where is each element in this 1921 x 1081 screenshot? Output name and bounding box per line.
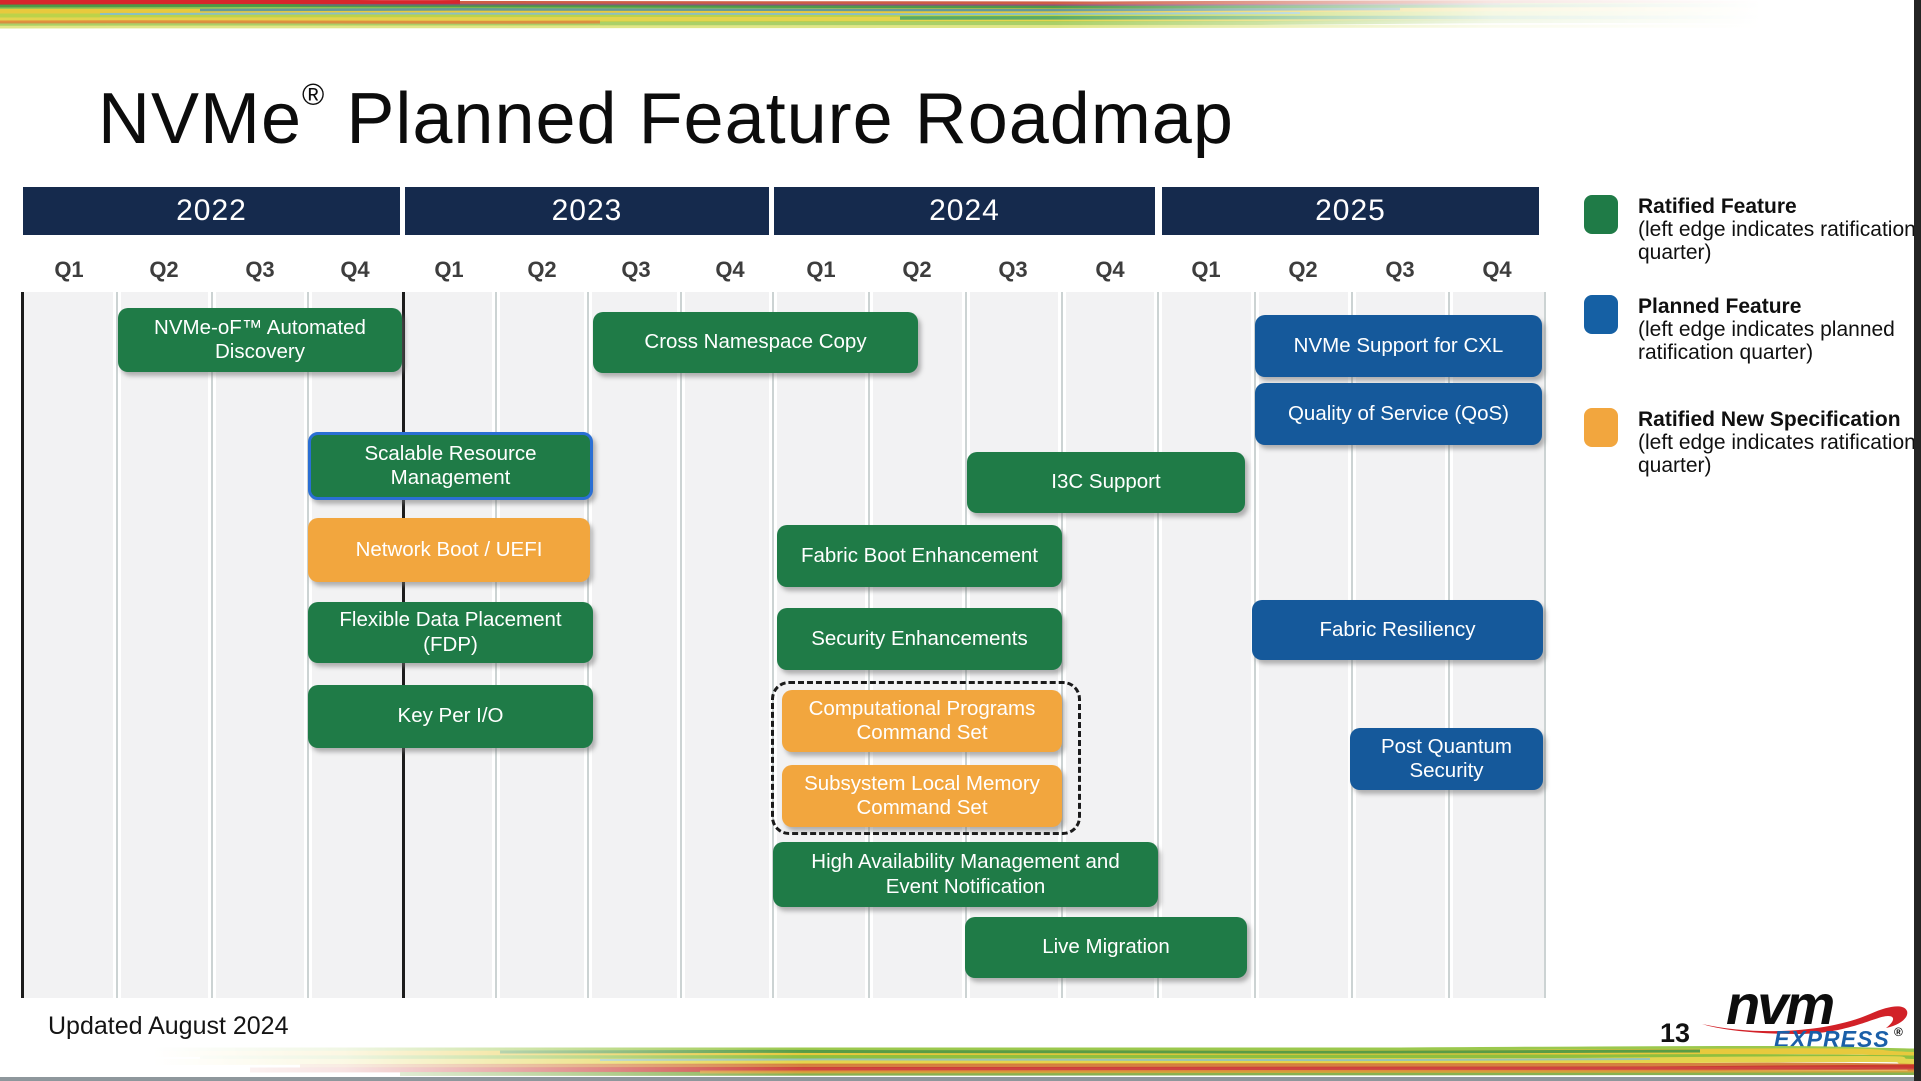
title-brand: NVMe: [98, 79, 303, 159]
year-header-2022: 2022: [23, 187, 400, 235]
legend-desc: (left edge indicates planned ratificatio…: [1638, 318, 1895, 364]
logo-registered-mark: ®: [1894, 1025, 1903, 1039]
feature-bar-cross-namespace-copy: Cross Namespace Copy: [593, 312, 918, 373]
qlabel-2022-q3: Q3: [245, 257, 275, 282]
feature-bar-fabric-boot-enhancement: Fabric Boot Enhancement: [777, 525, 1062, 587]
feature-bar-nvme-support-for-cxl: NVMe Support for CXL: [1255, 315, 1542, 377]
qlabel-2022-q4: Q4: [340, 257, 370, 282]
logo-nvm-text: nvm: [1726, 976, 1833, 1036]
feature-bar-fabric-resiliency: Fabric Resiliency: [1252, 600, 1543, 660]
year-header-2025: 2025: [1162, 187, 1539, 235]
feature-bar-post-quantum-security: Post Quantum Security: [1350, 728, 1543, 790]
ratified-feature-swatch-icon: [1584, 195, 1618, 234]
legend-text: Ratified Feature (left edge indicates ra…: [1638, 195, 1921, 264]
gridline: [208, 292, 216, 998]
gridline-plot-right: [1544, 292, 1546, 998]
qlabel-2024-q3: Q3: [998, 257, 1028, 282]
feature-bar-live-migration: Live Migration: [965, 917, 1247, 978]
logo-swoosh: [1702, 1006, 1908, 1034]
nvm-express-logo: nvm EXPRESS ®: [1698, 973, 1914, 1054]
planned-feature-swatch-icon: [1584, 295, 1618, 334]
feature-bar-subsystem-local-memory-command-set: Subsystem Local Memory Command Set: [782, 765, 1062, 827]
qlabel-2023-q4: Q4: [715, 257, 745, 282]
legend-text: Ratified New Specification (left edge in…: [1638, 408, 1921, 477]
year-header-2024: 2024: [774, 187, 1155, 235]
legend-item-ratified-feature: Ratified Feature (left edge indicates ra…: [1584, 195, 1921, 264]
feature-bar-i3c-support: I3C Support: [967, 452, 1245, 513]
qlabel-2023-q3: Q3: [621, 257, 651, 282]
feature-bar-flexible-data-placement: Flexible Data Placement (FDP): [308, 602, 593, 663]
feature-bar-security-enhancements: Security Enhancements: [777, 608, 1062, 670]
registered-mark: ®: [302, 79, 326, 112]
legend-desc: (left edge indicates ratification quarte…: [1638, 431, 1916, 477]
legend-title: Planned Feature: [1638, 295, 1802, 318]
qlabel-2025-q2: Q2: [1288, 257, 1318, 282]
qlabel-2025-q3: Q3: [1385, 257, 1415, 282]
qlabel-2024-q1: Q1: [806, 257, 836, 282]
qlabel-2024-q2: Q2: [902, 257, 932, 282]
feature-bar-high-availability-management: High Availability Management and Event N…: [773, 842, 1158, 907]
feature-bar-quality-of-service: Quality of Service (QoS): [1255, 383, 1542, 445]
right-edge-strip: [1914, 0, 1921, 1081]
bottom-band-fade: [0, 1046, 1915, 1078]
title-rest: Planned Feature Roadmap: [325, 79, 1234, 159]
feature-bar-key-per-io: Key Per I/O: [308, 685, 593, 748]
qlabel-2025-q4: Q4: [1482, 257, 1512, 282]
gridline: [1058, 292, 1066, 998]
gridline: [677, 292, 685, 998]
qlabel-2024-q4: Q4: [1095, 257, 1125, 282]
year-header-2023: 2023: [405, 187, 769, 235]
legend-desc: (left edge indicates ratification quarte…: [1638, 218, 1916, 264]
legend-title: Ratified Feature: [1638, 195, 1797, 218]
feature-bar-scalable-resource-management: Scalable Resource Management: [308, 432, 593, 500]
ratified-new-spec-swatch-icon: [1584, 408, 1618, 447]
top-band-fade: [0, 0, 1915, 34]
nvm-express-logo-graphic: nvm EXPRESS ®: [1702, 973, 1908, 1052]
feature-bar-nvme-of-automated-discovery: NVMe-oF™ Automated Discovery: [118, 308, 402, 372]
gridline-year-2025: [1154, 292, 1162, 998]
legend-item-ratified-new-specification: Ratified New Specification (left edge in…: [1584, 408, 1921, 477]
qlabel-2022-q1: Q1: [54, 257, 84, 282]
gridline-year-2024: [769, 292, 777, 998]
feature-bar-computational-programs-command-set: Computational Programs Command Set: [782, 690, 1062, 752]
gridline-plot-left: [21, 292, 24, 998]
bottom-rule: [0, 1077, 1921, 1081]
page-title: NVMe® Planned Feature Roadmap: [98, 78, 1234, 160]
legend-text: Planned Feature (left edge indicates pla…: [1638, 295, 1921, 364]
legend-title: Ratified New Specification: [1638, 408, 1901, 431]
gridline: [113, 292, 121, 998]
qlabel-2022-q2: Q2: [149, 257, 179, 282]
page-number: 13: [1660, 1018, 1691, 1048]
dashed-group-outline: [771, 681, 1081, 835]
qlabel-2023-q1: Q1: [434, 257, 464, 282]
qlabel-2025-q1: Q1: [1191, 257, 1221, 282]
feature-bar-network-boot-uefi: Network Boot / UEFI: [308, 518, 590, 582]
updated-date-label: Updated August 2024: [48, 1012, 289, 1040]
legend-item-planned-feature: Planned Feature (left edge indicates pla…: [1584, 295, 1921, 364]
qlabel-2023-q2: Q2: [527, 257, 557, 282]
